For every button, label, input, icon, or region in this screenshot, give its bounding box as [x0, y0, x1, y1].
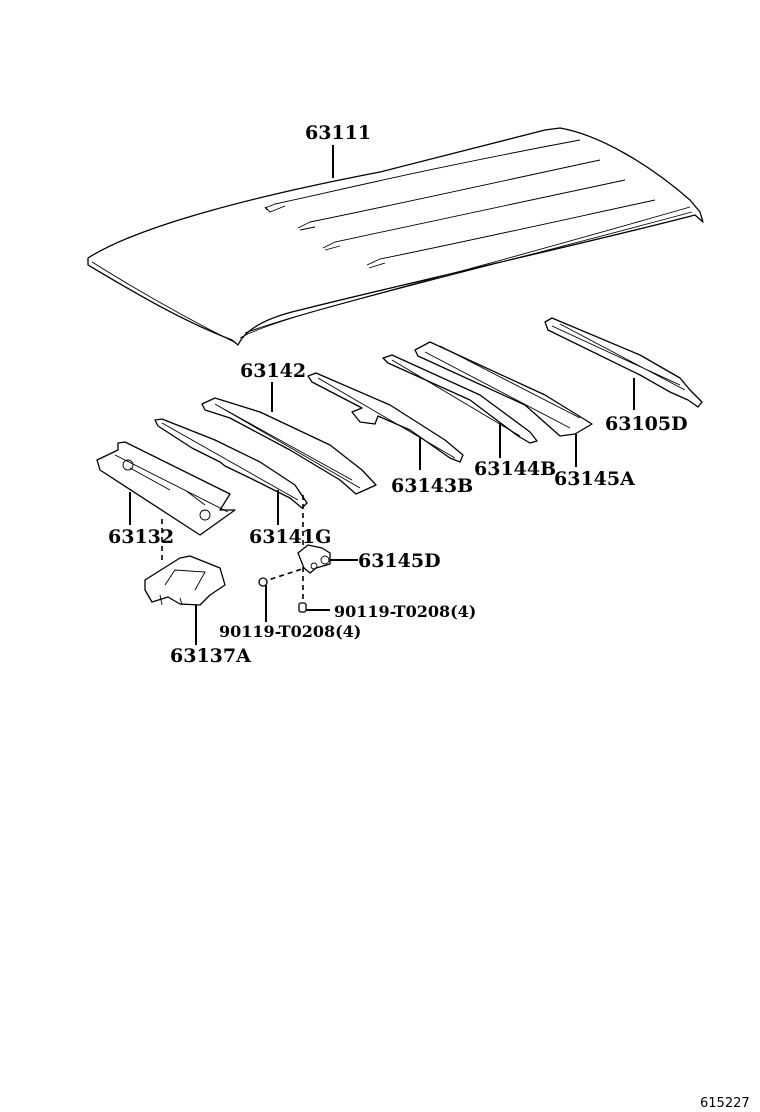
- label-63143B: 63143B: [391, 475, 473, 497]
- label-bolt-right: 90119-T0208(4): [334, 602, 476, 621]
- roof-bow-3-part: [382, 354, 538, 444]
- label-63142: 63142: [240, 360, 306, 382]
- label-bolt-left: 90119-T0208(4): [219, 622, 361, 641]
- label-63105D: 63105D: [605, 413, 688, 435]
- roof-bow-2-part: [307, 372, 464, 463]
- label-63141G: 63141G: [249, 526, 331, 548]
- label-63111: 63111: [305, 122, 371, 144]
- bracket-part: [297, 544, 331, 574]
- label-63145A: 63145A: [554, 468, 635, 490]
- roof-bow-1-part: [201, 397, 377, 495]
- dashed-connector: [261, 567, 306, 583]
- lower-bracket-part: [144, 555, 226, 606]
- label-63132: 63132: [108, 526, 174, 548]
- roof-panel-part: [87, 127, 704, 346]
- label-63145D: 63145D: [358, 550, 441, 572]
- label-63137A: 63137A: [170, 645, 251, 667]
- bolt-left-icon: [258, 577, 268, 587]
- label-63144B: 63144B: [474, 458, 556, 480]
- rear-roof-rail-part: [544, 317, 703, 408]
- front-header-panel-part: [96, 441, 236, 536]
- reference-number: 615227: [700, 1096, 750, 1111]
- front-roof-bow-part: [154, 418, 308, 509]
- bolt-right-icon: [298, 602, 307, 613]
